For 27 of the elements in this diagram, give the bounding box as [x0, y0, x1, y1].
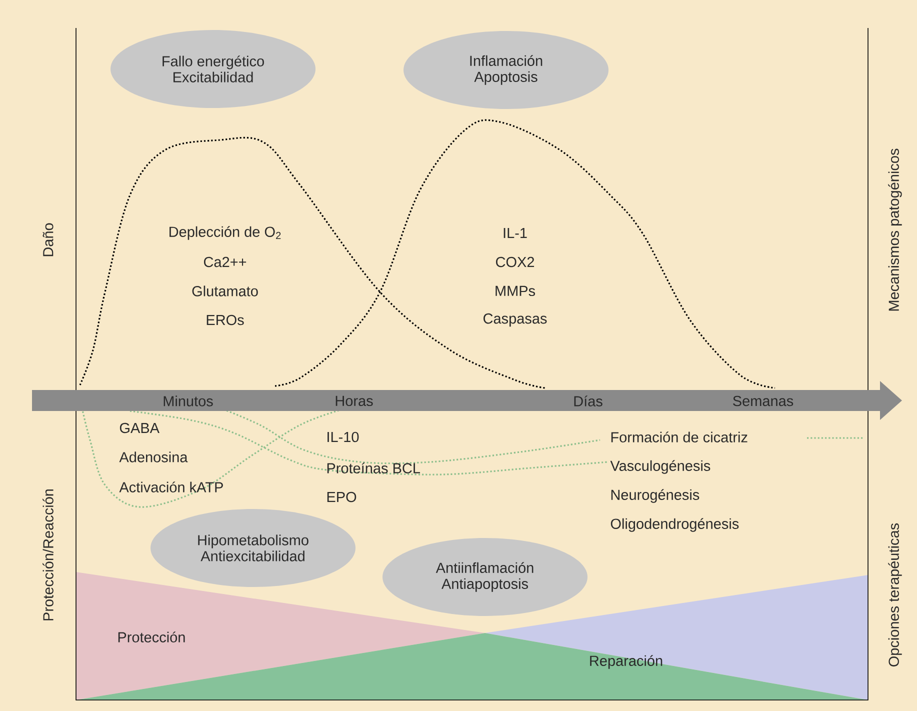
list-item: IL-1 — [504, 228, 527, 238]
list-item: EROs — [206, 314, 244, 326]
list-item: Oligodendrogénesis — [610, 518, 739, 532]
list-item: Glutamato — [192, 286, 258, 296]
list-item: Vasculogénesis — [610, 460, 710, 474]
side-label: Opciones terapéuticas — [888, 523, 902, 666]
list-item: COX2 — [496, 256, 534, 268]
side-label: Mecanismos patogénicos — [888, 148, 902, 311]
list-item: Proteínas BCL — [327, 462, 420, 474]
side-label: Protección/Reacción — [42, 489, 54, 620]
time-label: Días — [574, 396, 602, 406]
time-label: Minutos — [164, 396, 213, 406]
time-label: Horas — [336, 396, 373, 406]
time-label: Semanas — [733, 396, 794, 406]
list-item: Ca2++ — [204, 256, 246, 268]
list-item: Adenosina — [119, 452, 188, 462]
side-label: Daño — [42, 223, 54, 256]
list-item: IL-10 — [328, 432, 359, 442]
list-item: GABA — [120, 422, 160, 434]
list-item: Formación de cicatriz — [611, 432, 748, 442]
list-item: Neurogénesis — [611, 489, 700, 503]
area-label: Protección — [118, 632, 185, 642]
list-item: Deplección de O$_{2}$ — [170, 226, 281, 240]
list-item: Activación kATP — [119, 482, 223, 492]
list-item: Caspasas — [484, 313, 547, 327]
list-item: MMPs — [496, 286, 536, 296]
area-label: Reparación — [590, 655, 662, 669]
